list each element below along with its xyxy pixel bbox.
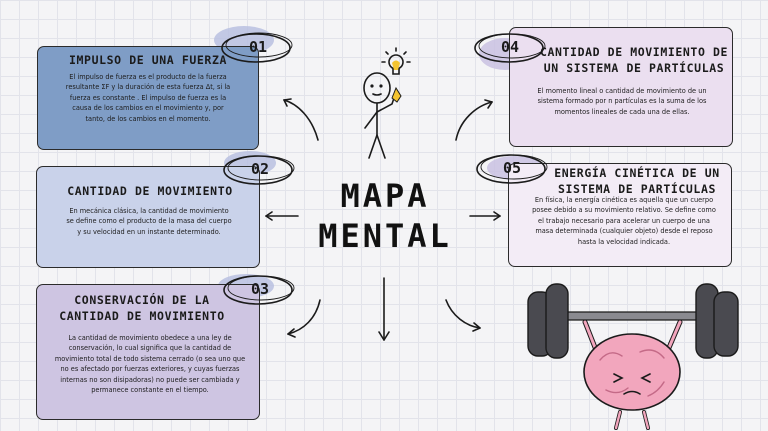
badge-oval-01b [225, 32, 293, 58]
card-energia-cinetica [508, 163, 732, 267]
card-sistema-particulas [509, 27, 733, 147]
thumb-icon [391, 86, 402, 103]
card-conservacion-title: CONSERVACIÓN DE LA CANTIDAD DE MOVIMIENT… [59, 293, 225, 323]
curved-arrow-icon [287, 299, 321, 335]
curved-arrow-icon [283, 99, 319, 141]
badge-number-05: 05 [502, 159, 522, 177]
badge-oval-03b [227, 275, 295, 301]
card-cantidad-movimiento-body: En mecánica clásica, la cantidad de movi… [66, 207, 232, 236]
card-impulso-title: IMPULSO DE UNA FUERZA [69, 53, 227, 67]
lightbulb-fill [392, 60, 400, 70]
badge-number-02: 02 [250, 160, 270, 178]
stick-figure-icon [363, 72, 397, 159]
card-impulso [37, 46, 259, 150]
card-sistema-particulas-title: CANTIDAD DE MOVIMIENTO DE UN SISTEMA DE … [539, 45, 729, 75]
card-energia-cinetica-body: En física, la energía cinética es aquell… [532, 196, 716, 246]
card-impulso-body: El impulso de fuerza es el producto de l… [65, 73, 231, 123]
card-energia-cinetica-title: ENERGÍA CINÉTICA DE UN SISTEMA DE PARTÍC… [554, 166, 720, 196]
brain-weightlifting-icon [527, 283, 739, 430]
card-conservacion-body: La cantidad de movimiento obedece a una … [54, 334, 246, 395]
curved-arrow-icon [455, 101, 493, 141]
central-title-line2: MENTAL [318, 217, 452, 255]
badge-number-03: 03 [250, 280, 270, 298]
curved-arrow-icon [445, 299, 481, 329]
card-conservacion [36, 284, 260, 420]
card-sistema-particulas-body: El momento lineal o cantidad de movimien… [537, 87, 707, 116]
badge-oval-05b [480, 154, 548, 180]
badge-oval-02b [227, 155, 295, 181]
card-cantidad-movimiento-title: CANTIDAD DE MOVIMIENTO [67, 184, 233, 198]
badge-oval-01 [221, 33, 291, 63]
card-cantidad-movimiento [36, 166, 260, 268]
badge-number-01: 01 [248, 38, 268, 56]
central-title-line1: MAPA [340, 177, 430, 215]
badge-number-04: 04 [500, 38, 520, 56]
badge-oval-04b [478, 33, 546, 59]
